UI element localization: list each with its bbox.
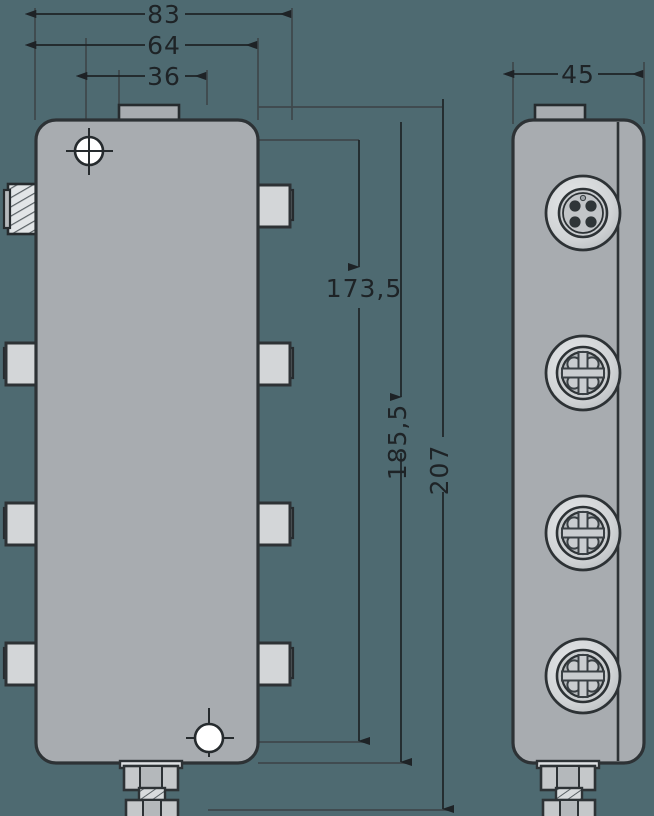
front-cable-gland <box>118 759 184 816</box>
side-cable-gland <box>535 759 601 816</box>
side-connector-2-keyway-h <box>561 367 605 379</box>
front-body <box>34 118 260 765</box>
side-connector-1 <box>544 174 622 252</box>
front-view <box>2 103 295 816</box>
front-left-port-1 <box>6 182 38 236</box>
side-view: 45 <box>513 60 646 816</box>
front-left-port-3 <box>4 501 38 547</box>
front-right-port-4 <box>256 641 292 687</box>
side-connector-1-pin-4 <box>585 216 597 228</box>
front-left-ports <box>2 182 38 687</box>
dim-45-label: 45 <box>561 60 595 89</box>
side-connector-4 <box>544 637 622 715</box>
dim-173-5-label: 173,5 <box>326 274 403 303</box>
side-connector-3 <box>544 494 622 572</box>
side-connector-2 <box>544 334 622 412</box>
side-connector-1-pin-3 <box>569 216 581 228</box>
side-gland-hexnut-lower-face <box>559 799 579 816</box>
dim-36-label: 36 <box>147 62 181 91</box>
front-left-port-1-cap <box>2 188 12 230</box>
front-left-port-2 <box>4 341 38 387</box>
front-left-port-4 <box>4 641 38 687</box>
front-gland-hexnut-upper-face <box>139 765 163 791</box>
side-connector-1-key <box>579 194 587 202</box>
front-gland-hexnut-lower-face <box>142 799 162 816</box>
side-connector-4-keyway-h <box>561 670 605 682</box>
dim-207-label: 207 <box>425 445 454 496</box>
side-connector-1-pin-1 <box>569 200 581 212</box>
dim-185-5-label: 185,5 <box>383 404 412 481</box>
dim-83-label: 83 <box>147 0 181 29</box>
side-gland-hexnut-upper-face <box>556 765 580 791</box>
side-connector-3-keyway-h <box>561 527 605 539</box>
front-right-port-1 <box>256 183 292 229</box>
front-mounting-hole-bottom <box>186 708 234 757</box>
dim-64-label: 64 <box>147 31 181 60</box>
front-right-ports <box>256 183 295 687</box>
horizontal-dimension-lines <box>36 14 291 76</box>
front-right-port-3 <box>256 501 292 547</box>
vertical-dimension-lines <box>359 99 443 809</box>
side-connector-1-pin-2 <box>585 200 597 212</box>
front-right-port-2 <box>256 341 292 387</box>
front-mounting-hole-top <box>66 128 113 175</box>
